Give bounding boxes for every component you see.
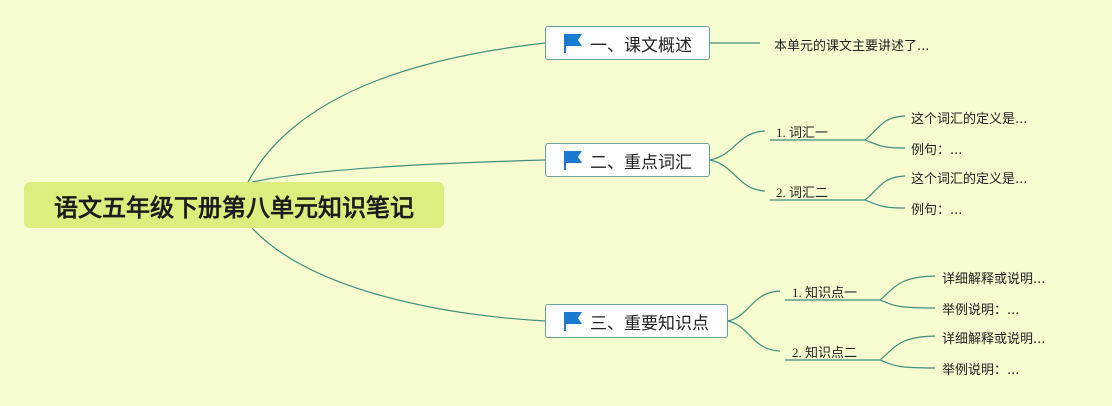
topic-label: 三、重要知识点	[590, 313, 709, 334]
connector-t3s1-leaf2	[879, 299, 936, 309]
connector-topic2-sub2	[709, 159, 766, 192]
connector-t3s1-leaf1	[879, 275, 936, 301]
connector-topic2-sub1	[709, 130, 766, 161]
subtopic-knowledge-1[interactable]: 1. 知识点一	[792, 285, 858, 300]
flag-icon	[564, 151, 582, 170]
connector-root-topic-1	[247, 42, 546, 183]
connector-t3s2-leaf1	[879, 335, 936, 361]
leaf-knowledge1-example[interactable]: 举例说明：...	[942, 303, 1020, 318]
leaf-knowledge1-explanation[interactable]: 详细解释或说明...	[942, 272, 1046, 287]
connector-t3s2-leaf2	[879, 359, 936, 369]
connector-root-topic-3	[251, 227, 546, 322]
leaf-vocab2-definition[interactable]: 这个词汇的定义是...	[911, 172, 1028, 187]
connector-topic3-sub1	[727, 290, 781, 322]
connector-root-topic-2	[251, 159, 546, 183]
connector-t2s1-leaf1	[864, 115, 906, 141]
subtopic-vocab-1[interactable]: 1. 词汇一	[776, 125, 829, 140]
subtopic-knowledge-2[interactable]: 2. 知识点二	[792, 345, 858, 360]
connector-topic3-sub2	[727, 320, 781, 352]
flag-icon	[564, 34, 582, 53]
topic-key-knowledge[interactable]: 三、重要知识点	[545, 304, 728, 338]
subtopic-vocab-2[interactable]: 2. 词汇二	[776, 185, 829, 200]
connector-t2s1-leaf2	[864, 139, 906, 149]
leaf-knowledge2-explanation[interactable]: 详细解释或说明...	[942, 332, 1046, 347]
topic-label: 一、课文概述	[590, 35, 692, 56]
leaf-vocab1-example[interactable]: 例句：...	[911, 143, 963, 158]
leaf-overview[interactable]: 本单元的课文主要讲述了...	[774, 39, 930, 54]
leaf-vocab1-definition[interactable]: 这个词汇的定义是...	[911, 112, 1028, 127]
connector-t2s2-leaf2	[864, 199, 906, 209]
connector-t2s2-leaf1	[864, 175, 906, 201]
root-topic[interactable]: 语文五年级下册第八单元知识笔记	[24, 182, 444, 228]
topic-course-overview[interactable]: 一、课文概述	[545, 26, 710, 60]
leaf-vocab2-example[interactable]: 例句：...	[911, 203, 963, 218]
leaf-knowledge2-example[interactable]: 举例说明：...	[942, 363, 1020, 378]
topic-key-vocabulary[interactable]: 二、重点词汇	[545, 143, 710, 177]
flag-icon	[564, 312, 582, 331]
topic-label: 二、重点词汇	[590, 152, 692, 173]
